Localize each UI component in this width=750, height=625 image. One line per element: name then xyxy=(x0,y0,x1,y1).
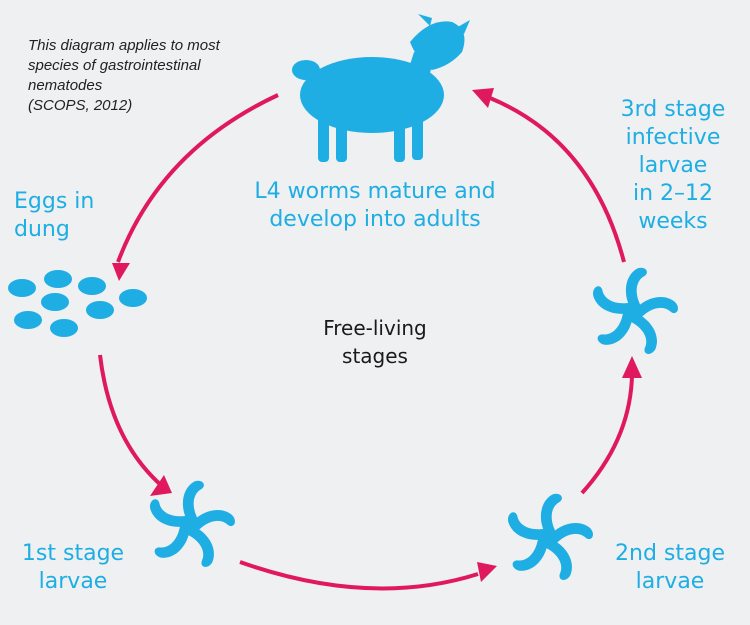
larvae-icon-stage1 xyxy=(150,480,235,567)
larva-worm xyxy=(597,309,634,345)
arrow-adults-to-eggs-head xyxy=(112,263,130,281)
center-label-line: Free-living xyxy=(323,316,427,340)
adults-label-line: L4 worms mature and xyxy=(254,179,496,204)
adults-label: L4 worms mature and develop into adults xyxy=(230,178,520,234)
larvae-icon-stage3 xyxy=(593,267,678,354)
larva-worm xyxy=(548,523,593,546)
adults-label-line: develop into adults xyxy=(269,207,481,232)
arrow-adults-to-eggs xyxy=(116,93,279,263)
note-line: species of gastrointestinal xyxy=(28,57,201,74)
eggs-label: Eggs in dung xyxy=(14,188,124,244)
stage3-label-line: in 2–12 xyxy=(632,181,714,206)
center-label: Free-living stages xyxy=(280,314,470,370)
arrow-eggs-to-stage1 xyxy=(98,354,164,488)
larva-worm xyxy=(150,499,190,527)
larva-core xyxy=(626,305,640,319)
larva-worm xyxy=(184,525,214,567)
larva-worm xyxy=(182,480,204,525)
stage2-label-line: larvae xyxy=(635,569,705,594)
stage2-label: 2nd stage larvae xyxy=(600,540,740,596)
larva-core xyxy=(183,518,197,532)
stage3-label-line: weeks xyxy=(638,209,708,234)
stage2-label-line: 2nd stage xyxy=(615,541,725,566)
arrow-eggs-to-stage1-head xyxy=(150,475,172,496)
egg xyxy=(119,289,147,307)
arrow-stage2-to-stage3-head xyxy=(622,356,642,378)
larva-worm xyxy=(593,286,633,314)
egg xyxy=(50,319,78,337)
stage3-label-line: infective xyxy=(625,125,721,150)
larvae-icon-stage2 xyxy=(508,493,593,580)
larva-worm xyxy=(633,297,678,320)
egg xyxy=(14,311,42,329)
arrow-stage3-to-adults xyxy=(489,96,626,263)
larva-worm xyxy=(508,512,548,540)
center-label-line: stages xyxy=(342,344,408,368)
arrow-stage1-to-stage2-head xyxy=(477,562,497,582)
larva-worm xyxy=(540,493,562,538)
sheep-icon xyxy=(292,14,470,162)
stage3-label-line: larvae xyxy=(638,153,708,178)
eggs-label-line: Eggs in xyxy=(14,189,95,214)
source-note: This diagram applies to most species of … xyxy=(28,36,220,116)
note-line: This diagram applies to most xyxy=(28,37,220,54)
eggs-icon xyxy=(8,270,147,337)
egg xyxy=(86,301,114,319)
larva-worm xyxy=(625,267,647,312)
larva-worm xyxy=(154,522,191,558)
larva-worm xyxy=(627,312,657,354)
stage1-label-line: 1st stage xyxy=(21,541,125,566)
larva-worm xyxy=(512,535,549,571)
stage1-label-line: larvae xyxy=(38,569,108,594)
stage3-label: 3rd stage infective larvae in 2–12 weeks xyxy=(598,96,748,236)
egg xyxy=(41,293,69,311)
arrow-stage1-to-stage2 xyxy=(239,560,479,591)
stage1-label: 1st stage larvae xyxy=(8,540,138,596)
larva-worm xyxy=(542,538,572,580)
arrow-stage3-to-adults-head xyxy=(472,88,494,108)
larva-worm xyxy=(190,510,235,533)
egg xyxy=(44,270,72,288)
note-line: (SCOPS, 2012) xyxy=(28,97,133,114)
larva-core xyxy=(541,531,555,545)
stage3-label-line: 3rd stage xyxy=(620,97,726,122)
arrow-stage2-to-stage3 xyxy=(580,375,634,495)
note-line: nematodes xyxy=(28,77,103,94)
egg xyxy=(78,277,106,295)
eggs-label-line: dung xyxy=(14,217,70,242)
egg xyxy=(8,279,36,297)
